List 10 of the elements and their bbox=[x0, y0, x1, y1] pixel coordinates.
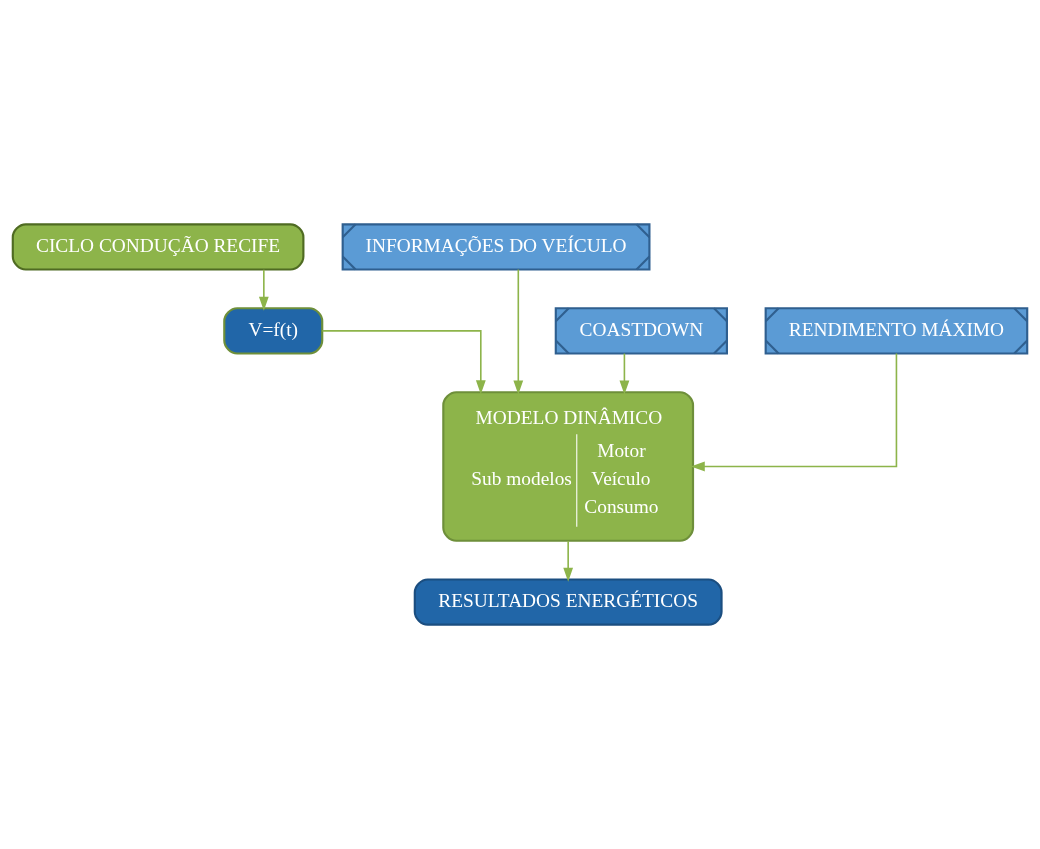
arrow bbox=[563, 540, 574, 582]
node-box: V=f(t) bbox=[223, 307, 324, 355]
arrow bbox=[690, 352, 898, 472]
arrow bbox=[258, 269, 269, 311]
node-box: RESULTADOS ENERGÉTICOS bbox=[413, 578, 723, 626]
arrow bbox=[619, 352, 630, 395]
arrow bbox=[321, 330, 486, 395]
arrow bbox=[513, 268, 524, 395]
node-box: CICLO CONDUÇÃO RECIFE bbox=[11, 223, 305, 271]
node-box: MODELO DINÂMICO Sub modelos Motor Veículo Consumo bbox=[442, 391, 695, 542]
